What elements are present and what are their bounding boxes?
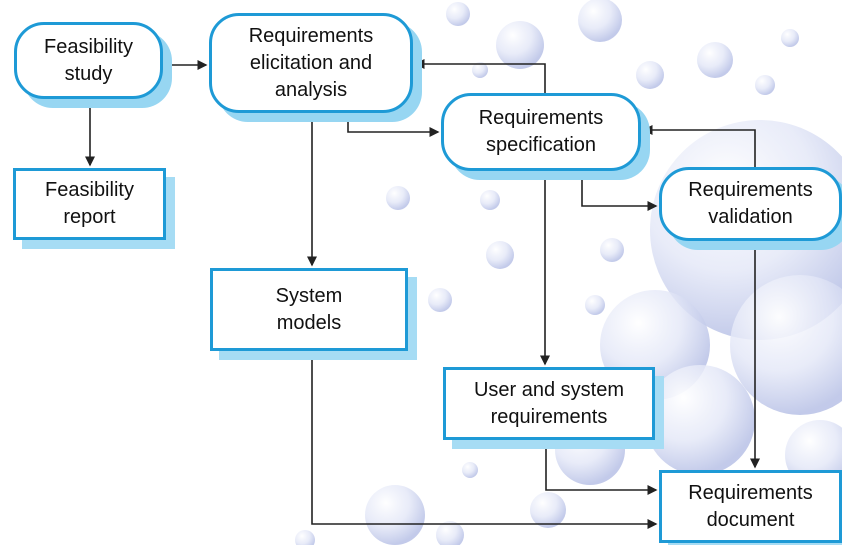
bubble [781,29,799,47]
bubble [755,75,775,95]
bubble [436,521,464,545]
bubble [600,238,624,262]
node-label: Feasibility report [45,179,134,228]
bubble [295,530,315,545]
bubble [530,492,566,528]
bubble [585,295,605,315]
node-label: Requirements elicitation and analysis [248,24,374,101]
edge-user-requirements-to-document [545,440,658,495]
node-requirements-elicitation: Requirements elicitation and analysis [209,13,413,113]
bubble [486,241,514,269]
bubble [578,0,622,42]
node-label: System models [275,284,343,334]
node-label: Requirements validation [688,179,813,228]
node-requirements-specification: Requirements specification [441,93,641,171]
edge-validation-to-specification [642,125,756,167]
bubble [472,62,488,78]
bubble [365,485,425,545]
bubble [496,21,544,69]
bubble [697,42,733,78]
node-label: Requirements specification [478,107,604,156]
edge-specification-to-elicitation [414,59,546,93]
bubble [730,275,842,415]
node-label: User and system requirements [473,378,625,428]
edge-models-to-document [311,351,658,529]
bubble [428,288,452,312]
edge-specification-to-validation [581,171,658,211]
bubble [386,186,410,210]
node-label: Feasibility study [44,35,133,85]
bubble [636,61,664,89]
bubble [645,365,755,475]
edge-elicitation-to-specification [347,113,440,137]
node-requirements-validation: Requirements validation [659,167,842,241]
node-requirements-document: Requirements document [659,470,842,543]
bubble [462,462,478,478]
node-user-system-requirements: User and system requirements [443,367,655,440]
node-feasibility-report: Feasibility report [13,168,166,240]
bubble [446,2,470,26]
node-feasibility-study: Feasibility study [14,22,163,99]
node-system-models: System models [210,268,408,351]
node-label: Requirements document [688,481,813,531]
bubble [480,190,500,210]
